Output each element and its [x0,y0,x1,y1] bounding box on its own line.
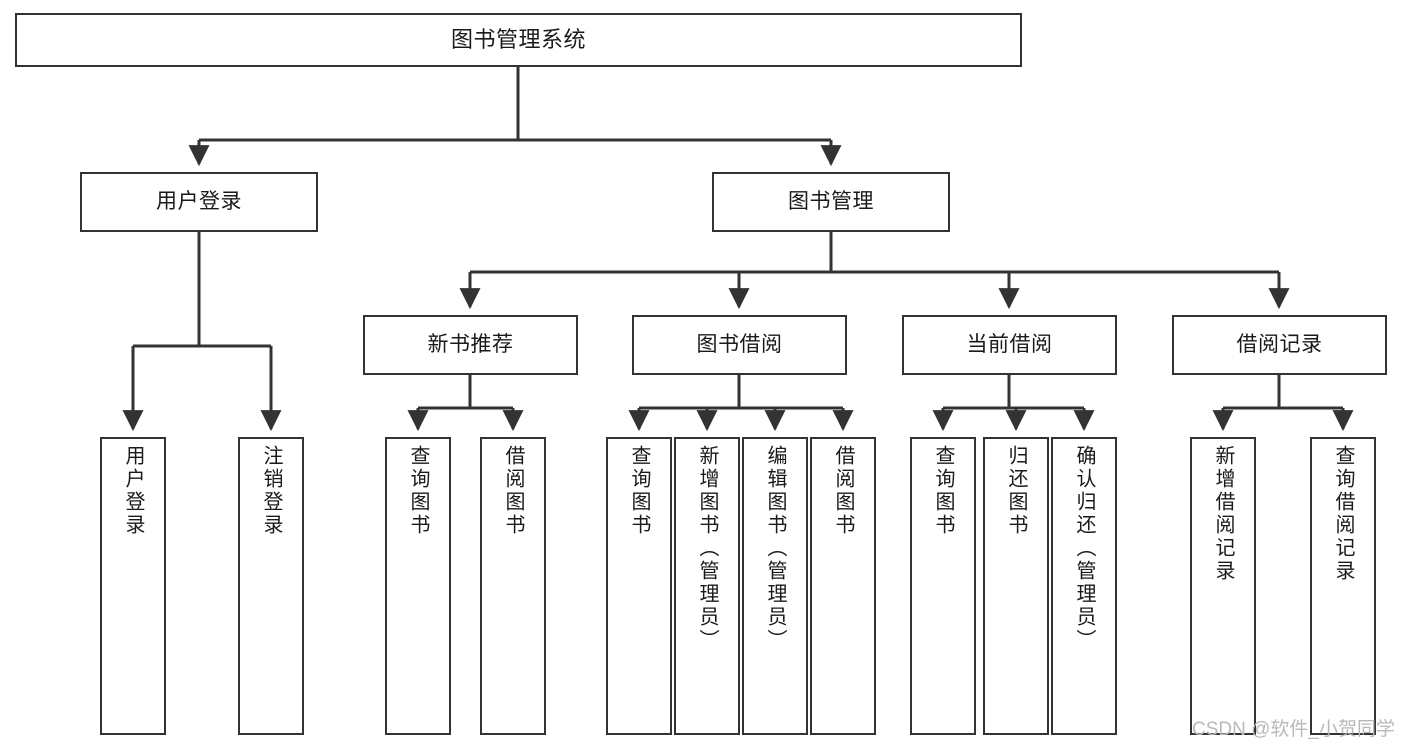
node-borrow-record[interactable]: 借阅记录 [1172,315,1387,375]
leaf-label: 用户登录 [122,445,144,537]
leaf-label: 新增图书（管理员） [696,445,718,652]
node-book-management-label: 图书管理 [788,190,874,214]
node-new-book-recommend-label: 新书推荐 [427,333,514,357]
leaf-label: 查询图书 [628,445,650,537]
node-root-system[interactable]: 图书管理系统 [15,13,1022,67]
node-book-borrow[interactable]: 图书借阅 [632,315,847,375]
leaf-label: 编辑图书（管理员） [764,445,786,652]
node-book-borrow-label: 图书借阅 [696,333,783,357]
leaf-node[interactable]: 借阅图书 [480,437,546,735]
leaf-node[interactable]: 查询借阅记录 [1310,437,1376,735]
node-new-book-recommend[interactable]: 新书推荐 [363,315,578,375]
leaf-node[interactable]: 用户登录 [100,437,166,735]
leaf-node[interactable]: 归还图书 [983,437,1049,735]
leaf-label: 借阅图书 [832,445,854,537]
node-user-login[interactable]: 用户登录 [80,172,318,232]
leaf-node[interactable]: 新增图书（管理员） [674,437,740,735]
leaf-node[interactable]: 查询图书 [385,437,451,735]
node-user-login-label: 用户登录 [156,190,242,214]
watermark: CSDN @软件_小贺同学 [1192,719,1395,740]
leaf-node[interactable]: 注销登录 [238,437,304,735]
leaf-label: 查询图书 [407,445,429,537]
leaf-node[interactable]: 确认归还（管理员） [1051,437,1117,735]
leaf-node[interactable]: 查询图书 [910,437,976,735]
leaf-node[interactable]: 借阅图书 [810,437,876,735]
leaf-label: 新增借阅记录 [1212,445,1234,583]
leaf-label: 查询图书 [932,445,954,537]
leaf-node[interactable]: 新增借阅记录 [1190,437,1256,735]
leaf-label: 查询借阅记录 [1332,445,1354,583]
node-root-label: 图书管理系统 [450,26,586,52]
node-borrow-record-label: 借阅记录 [1236,333,1323,357]
leaf-label: 归还图书 [1005,445,1027,537]
node-book-management[interactable]: 图书管理 [712,172,950,232]
leaf-label: 借阅图书 [502,445,524,537]
leaf-node[interactable]: 查询图书 [606,437,672,735]
node-current-borrow-label: 当前借阅 [966,333,1053,357]
leaf-node[interactable]: 编辑图书（管理员） [742,437,808,735]
leaf-label: 注销登录 [260,445,282,537]
node-current-borrow[interactable]: 当前借阅 [902,315,1117,375]
leaf-label: 确认归还（管理员） [1073,445,1095,652]
